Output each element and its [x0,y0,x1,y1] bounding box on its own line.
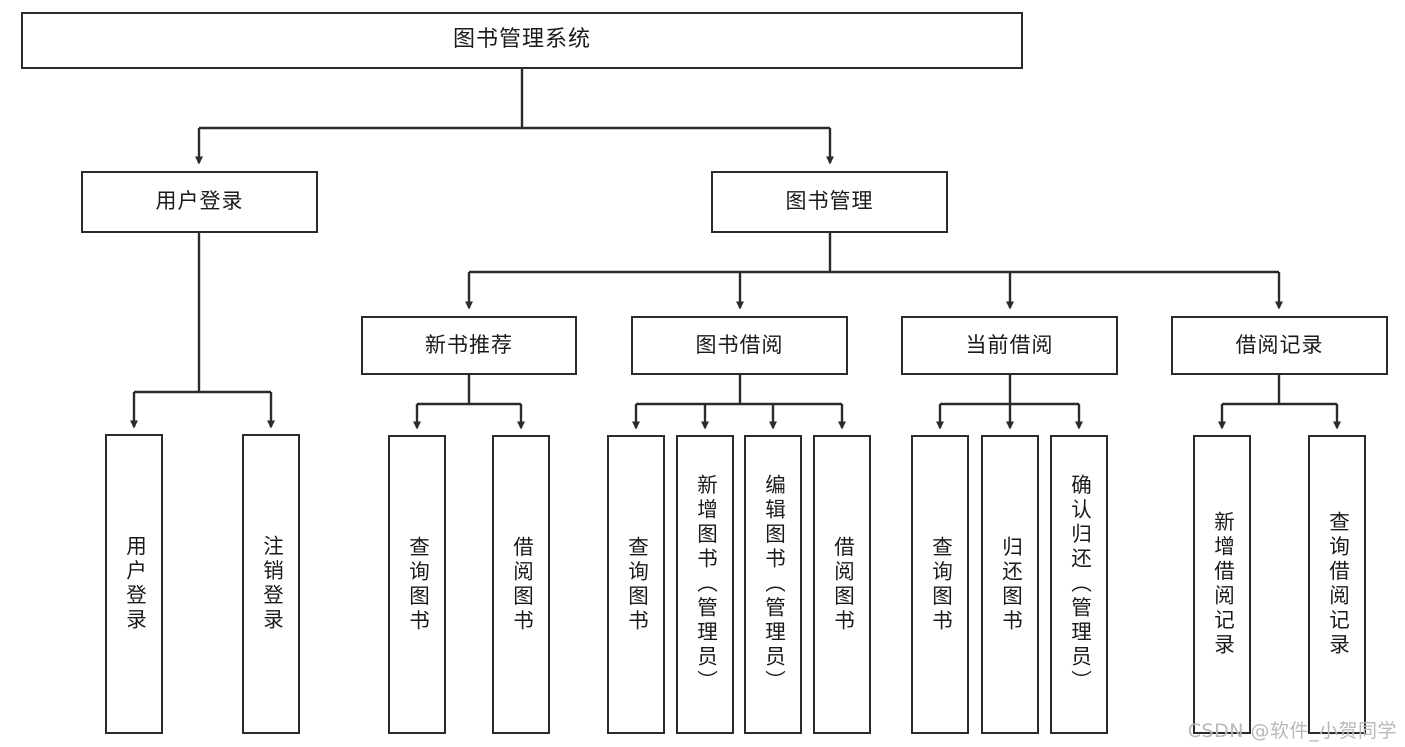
leaf-record-add-borrow-record[interactable]: 新增借阅记录 [1193,435,1251,734]
leaf-borrow-borrow-book[interactable]: 借阅图书 [813,435,871,734]
leaf-borrow-edit-book-admin[interactable]: 编辑图书（管理员） [744,435,802,734]
node-label: 用户登录 [155,189,244,214]
node-book-management[interactable]: 图书管理 [711,171,948,233]
leaf-record-query-borrow-record[interactable]: 查询借阅记录 [1308,435,1366,734]
leaf-label: 确认归还（管理员） [1067,474,1092,695]
node-root-book-management-system[interactable]: 图书管理系统 [21,12,1023,69]
node-new-book-recommendation[interactable]: 新书推荐 [361,316,577,375]
node-label: 图书管理系统 [452,27,591,53]
node-current-borrow[interactable]: 当前借阅 [901,316,1118,375]
leaf-label: 查询图书 [624,535,649,634]
leaf-label: 编辑图书（管理员） [761,474,786,695]
leaf-user-login-signin[interactable]: 用户登录 [105,434,163,734]
leaf-label: 借阅图书 [830,535,855,634]
node-label: 图书管理 [785,189,874,214]
leaf-label: 查询借阅记录 [1325,511,1350,658]
leaf-label: 新增图书（管理员） [693,474,718,695]
node-borrow-record[interactable]: 借阅记录 [1171,316,1388,375]
leaf-label: 注销登录 [259,535,284,633]
node-book-borrow[interactable]: 图书借阅 [631,316,848,375]
csdn-watermark: CSDN @软件_小贺同学 [1187,720,1397,742]
leaf-user-login-signout[interactable]: 注销登录 [242,434,300,734]
node-label: 新书推荐 [425,332,513,357]
node-user-login[interactable]: 用户登录 [81,171,318,233]
leaf-newbook-query-book[interactable]: 查询图书 [388,435,446,734]
leaf-borrow-add-book-admin[interactable]: 新增图书（管理员） [676,435,734,734]
leaf-label: 借阅图书 [509,535,534,634]
leaf-label: 新增借阅记录 [1210,511,1235,658]
leaf-newbook-borrow-book[interactable]: 借阅图书 [492,435,550,734]
leaf-borrow-query-book[interactable]: 查询图书 [607,435,665,734]
leaf-current-confirm-return-admin[interactable]: 确认归还（管理员） [1050,435,1108,734]
leaf-current-query-book[interactable]: 查询图书 [911,435,969,734]
leaf-current-return-book[interactable]: 归还图书 [981,435,1039,734]
leaf-label: 查询图书 [928,535,953,634]
node-label: 当前借阅 [965,332,1054,357]
node-label: 图书借阅 [695,332,784,357]
leaf-label: 用户登录 [122,535,147,633]
leaf-label: 归还图书 [998,535,1023,634]
leaf-label: 查询图书 [405,535,430,634]
node-label: 借阅记录 [1235,332,1324,357]
